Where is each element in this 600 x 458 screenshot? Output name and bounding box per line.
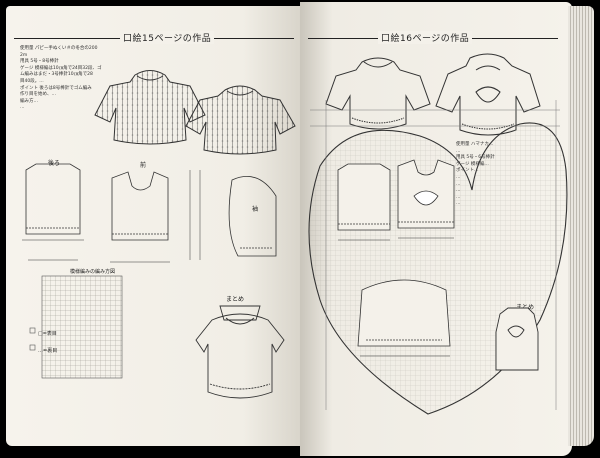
chart-title: 模様編みの編み方図: [70, 269, 116, 275]
right-schematic-sleeve: [357, 279, 451, 347]
right-dimension-lines: [338, 237, 454, 357]
left-sweater-flat: [94, 70, 206, 145]
right-finish-drawing: [495, 307, 539, 371]
left-sleeve-label: 袖: [252, 206, 259, 213]
left-schematic-sleeve: [228, 176, 277, 257]
left-schematic-back: [22, 163, 84, 241]
page-edges: [568, 6, 594, 446]
left-finish-drawing: [195, 305, 285, 399]
left-finish-label: まとめ: [226, 296, 245, 303]
right-page-title: 口絵16ページの作品: [378, 31, 473, 44]
right-schematic-back: [337, 163, 391, 231]
left-sweater-worn: [185, 85, 296, 155]
right-grid-lines: [310, 100, 560, 410]
left-front-label: 前: [140, 162, 147, 169]
knitting-chart-left: [41, 275, 123, 379]
left-back-label: 後ろ: [48, 160, 61, 167]
left-intro-text: 使用量 パピー手ぬくい＃の冬合の200 2m 用具 5号・8号棒針 ゲージ 模様…: [20, 46, 102, 111]
right-schematic-front: [397, 159, 455, 229]
left-schematic-front: [111, 171, 169, 241]
legend-symbol-1: [29, 327, 36, 334]
right-sweater-flat: [325, 57, 431, 130]
left-dimension-lines: [28, 170, 201, 263]
legend-symbol-2: [29, 344, 36, 351]
left-page-title: 口絵15ページの作品: [120, 31, 215, 44]
